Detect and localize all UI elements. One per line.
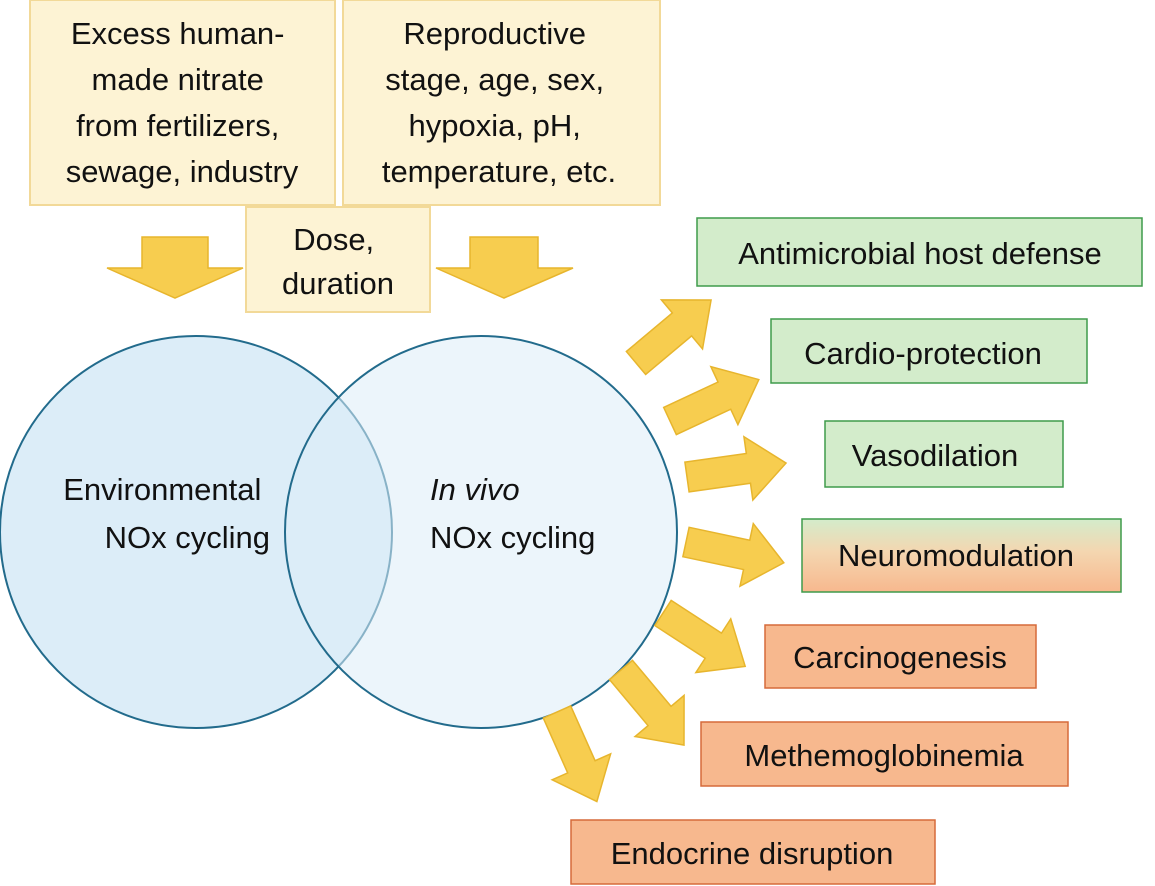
arrow-to-endocrine <box>542 704 612 803</box>
arrow-to-antimicrobial <box>625 299 712 376</box>
label-environmental-line-2: NOx cycling <box>105 520 270 555</box>
outcome-antimicrobial-label: Antimicrobial host defense <box>738 236 1102 271</box>
label-environmental-nox: Environmental NOx cycling <box>63 472 270 555</box>
outcome-vasodilation-label: Vasodilation <box>852 438 1019 473</box>
factor-physiology-line-4: temperature, etc. <box>382 154 616 189</box>
outcome-box-methemoglobinemia: Methemoglobinemia <box>700 721 1069 787</box>
down-arrow-left <box>106 236 244 299</box>
circle-in-vivo-nox <box>284 335 678 729</box>
label-in-vivo-nox: In vivo NOx cycling <box>430 472 595 555</box>
down-arrow-right <box>435 236 574 299</box>
outcome-methemoglobinemia-label: Methemoglobinemia <box>744 738 1024 773</box>
outcome-box-endocrine: Endocrine disruption <box>570 819 936 885</box>
outcome-box-vasodilation: Vasodilation <box>824 420 1064 488</box>
arrow-to-cardio <box>662 365 760 436</box>
label-in-vivo-rest: NOx cycling <box>430 520 595 555</box>
svg-text:Dose, duration: Dose, duration <box>282 222 394 301</box>
factor-human-nitrate-line-4: sewage, industry <box>66 154 299 189</box>
outcome-arrows <box>542 299 788 803</box>
factor-box-dose: Dose, duration <box>245 206 431 313</box>
factor-dose-line-1: Dose, <box>293 222 374 257</box>
factor-box-physiology: Reproductive stage, age, sex, hypoxia, p… <box>342 0 661 206</box>
factor-physiology-line-3: hypoxia, pH, <box>409 108 581 143</box>
outcome-cardio-label: Cardio-protection <box>804 336 1042 371</box>
svg-text:Reproductive stage, age,: Reproductive stage, age, sex, hypoxia, p… <box>382 16 616 189</box>
arrow-to-neuromodulation <box>681 521 785 588</box>
outcome-box-neuromodulation: Neuromodulation <box>801 518 1122 593</box>
arrow-to-methemoglobinemia <box>608 659 685 746</box>
factor-box-human-nitrate: Excess human- made nitrate from fertiliz… <box>29 0 336 206</box>
arrow-to-carcinogenesis <box>653 599 747 674</box>
svg-text:Excess human- made nitra: Excess human- made nitrate from fertiliz… <box>66 16 299 189</box>
factor-dose-line-2: duration <box>282 266 394 301</box>
factor-human-nitrate-line-3: from fertilizers, <box>76 108 279 143</box>
outcome-carcinogenesis-label: Carcinogenesis <box>793 640 1007 675</box>
factor-human-nitrate-line-2: made nitrate <box>92 62 264 97</box>
factor-human-nitrate-line-1: Excess human- <box>71 16 285 51</box>
outcome-box-carcinogenesis: Carcinogenesis <box>764 624 1037 689</box>
factor-physiology-line-2: stage, age, sex, <box>385 62 604 97</box>
outcome-neuromodulation-label: Neuromodulation <box>838 538 1074 573</box>
outcome-box-antimicrobial: Antimicrobial host defense <box>696 217 1143 287</box>
factor-physiology-line-1: Reproductive <box>403 16 586 51</box>
label-environmental-line-1: Environmental <box>63 472 261 507</box>
label-in-vivo-italic: In vivo <box>430 472 520 507</box>
outcome-endocrine-label: Endocrine disruption <box>611 836 894 871</box>
outcome-box-cardio: Cardio-protection <box>770 318 1088 384</box>
arrow-to-vasodilation <box>684 435 788 502</box>
